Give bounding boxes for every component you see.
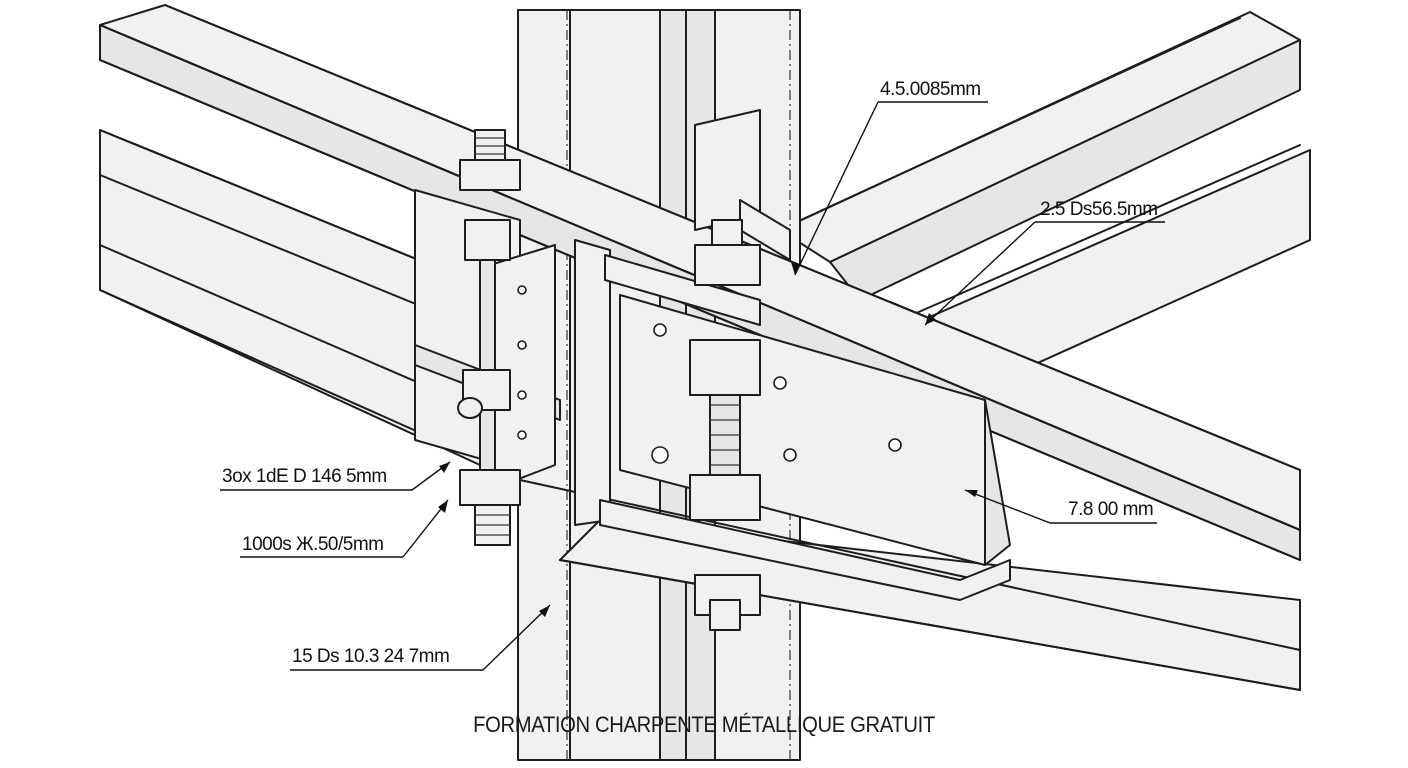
dimension-label-top: 4.5.0085mm	[880, 79, 981, 100]
dimension-label-left-lower: 15 Ds 10.3 24 7mm	[292, 646, 450, 667]
dimension-leaders	[220, 101, 1165, 671]
upper-right-beam	[779, 11, 1311, 381]
dimension-label-right-lower: 7.8 00 mm	[1068, 499, 1154, 520]
bolt-right-center	[689, 219, 761, 631]
dimension-label-left-upper: 3ox 1dE D 146 5mm	[222, 466, 387, 487]
bolt-left-top	[457, 129, 521, 546]
diagram-title: FORMATION CHARPENTE MÉTALLIQUE GRATUIT	[473, 712, 935, 737]
dimension-label-right-upper: 2.5 Ds56.5mm	[1040, 199, 1158, 220]
dimension-label-left-middle: 1000s Ж.50/5mm	[242, 534, 384, 555]
lower-right-beam	[519, 479, 1301, 691]
